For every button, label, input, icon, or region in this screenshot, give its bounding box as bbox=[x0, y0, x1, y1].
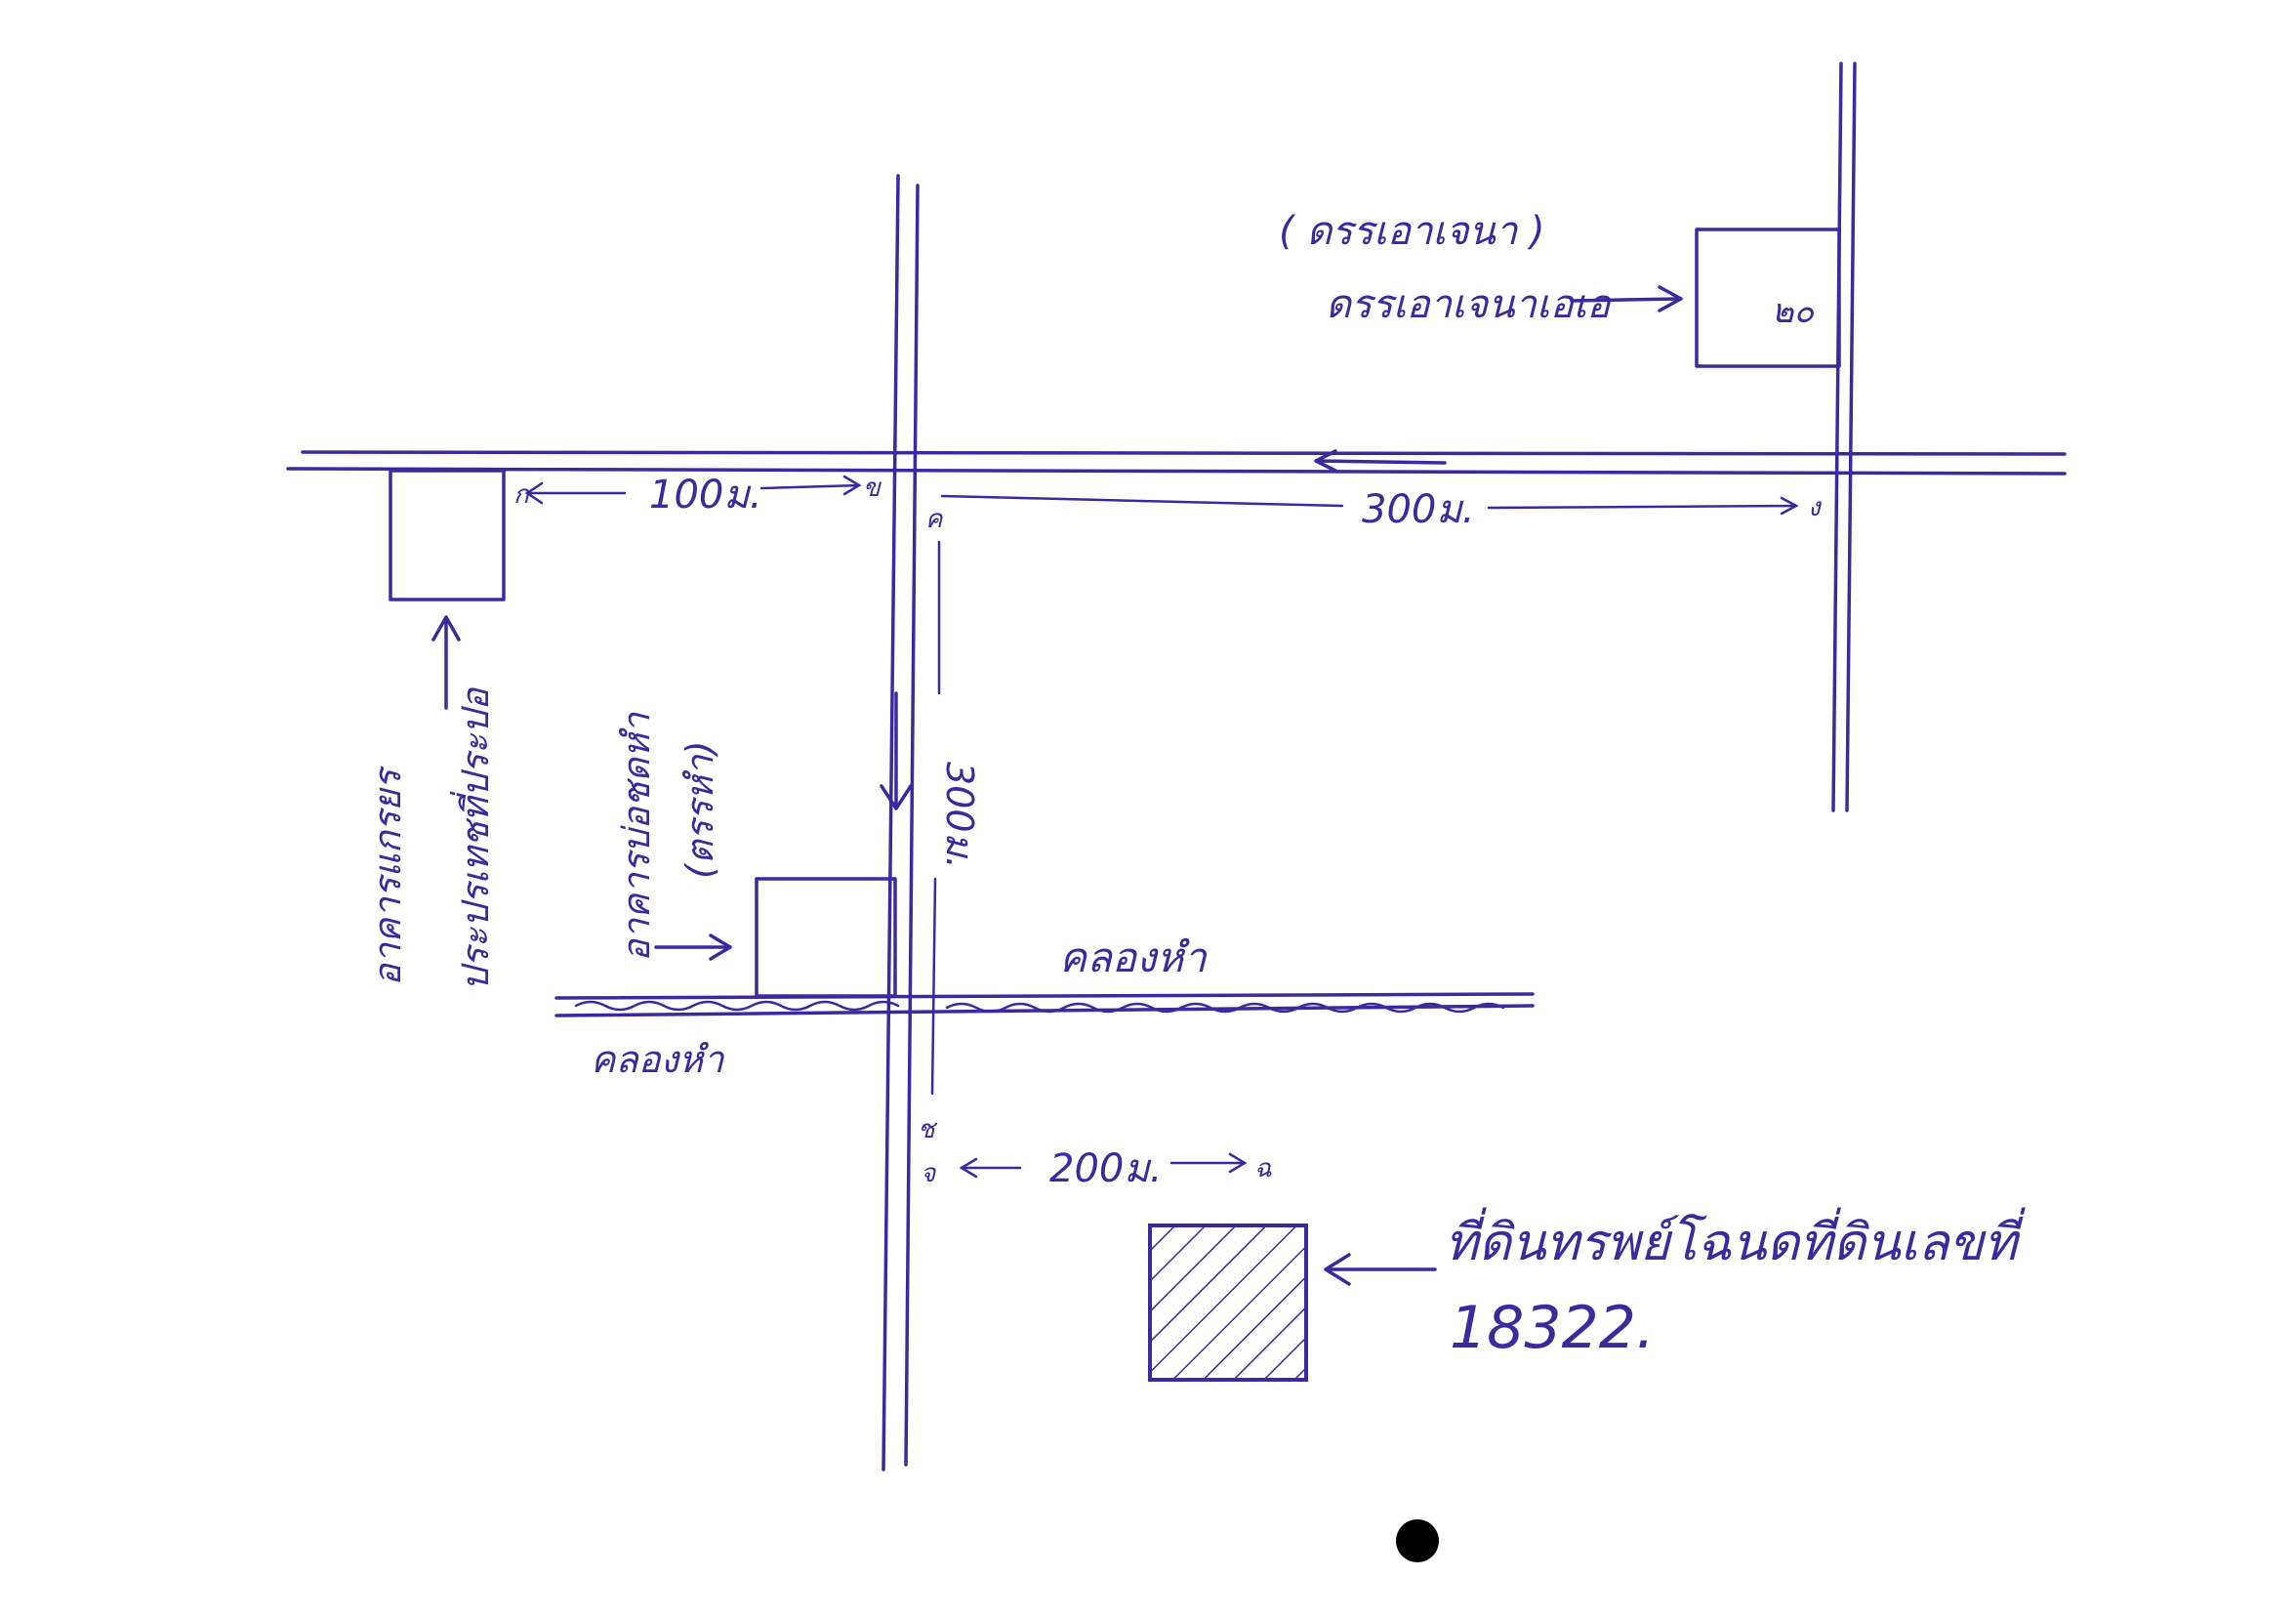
dimension-100m bbox=[524, 475, 862, 505]
land-arrow-icon bbox=[1324, 1253, 1437, 1286]
tick-b: ข bbox=[863, 474, 882, 503]
tick-c: ค bbox=[925, 505, 944, 534]
land-description: ที่ดินทรพย์โฉนดที่ดินเลขที่ bbox=[1445, 1207, 2026, 1272]
station-label-paren: ( ดรรเอาเจนา ) bbox=[1279, 209, 1545, 254]
tick-d: ง bbox=[1808, 493, 1823, 522]
middle-building bbox=[755, 877, 897, 998]
main-horizontal-road bbox=[286, 450, 2067, 476]
dimension-200m bbox=[959, 1152, 1248, 1179]
mid-building-label-2: (ตรรหำ) bbox=[678, 740, 721, 879]
canal-label-left: คลองหำ bbox=[591, 1038, 725, 1081]
right-vertical-road bbox=[1831, 62, 1857, 812]
label-300m-vertical: 300ม. bbox=[938, 762, 981, 869]
station-label-main: ดรรเอาเจนาเอเอ bbox=[1326, 282, 1612, 327]
station-box-number: ๒๐ bbox=[1772, 292, 1815, 331]
label-200m: 200ม. bbox=[1049, 1146, 1162, 1191]
mid-building-arrow-icon bbox=[654, 933, 732, 961]
tick-a: ก bbox=[513, 480, 530, 510]
left-building bbox=[389, 469, 506, 602]
left-building-arrow-icon bbox=[431, 615, 461, 710]
dimension-300m-vertical bbox=[930, 540, 941, 1096]
left-arrow-icon bbox=[1314, 449, 1447, 473]
mid-building-label-1: อาคารบ่อชดหำ bbox=[615, 711, 658, 962]
land-parcel bbox=[1148, 1224, 1308, 1382]
land-number: 18322. bbox=[1450, 1294, 1655, 1362]
label-100m: 100ม. bbox=[649, 473, 761, 518]
down-arrow-icon bbox=[880, 691, 913, 810]
main-vertical-road bbox=[882, 174, 920, 1472]
tick-g: ช bbox=[918, 1115, 938, 1144]
punch-hole-dot bbox=[1396, 1519, 1439, 1562]
tick-e: จ bbox=[921, 1159, 937, 1188]
left-building-label-1: อาคารแกรยร bbox=[366, 765, 409, 986]
left-building-label-2: ประปรเทชที่ประปอ bbox=[449, 686, 497, 991]
station-arrow-icon bbox=[1570, 285, 1683, 312]
station-building bbox=[1695, 228, 1841, 368]
label-300m-horizontal: 300ม. bbox=[1362, 487, 1474, 532]
dimension-300m-horizontal bbox=[940, 494, 1799, 516]
canal-label-right: คลองหำ bbox=[1059, 933, 1208, 981]
tick-f: ฉ bbox=[1254, 1154, 1272, 1183]
canal bbox=[554, 992, 1535, 1017]
